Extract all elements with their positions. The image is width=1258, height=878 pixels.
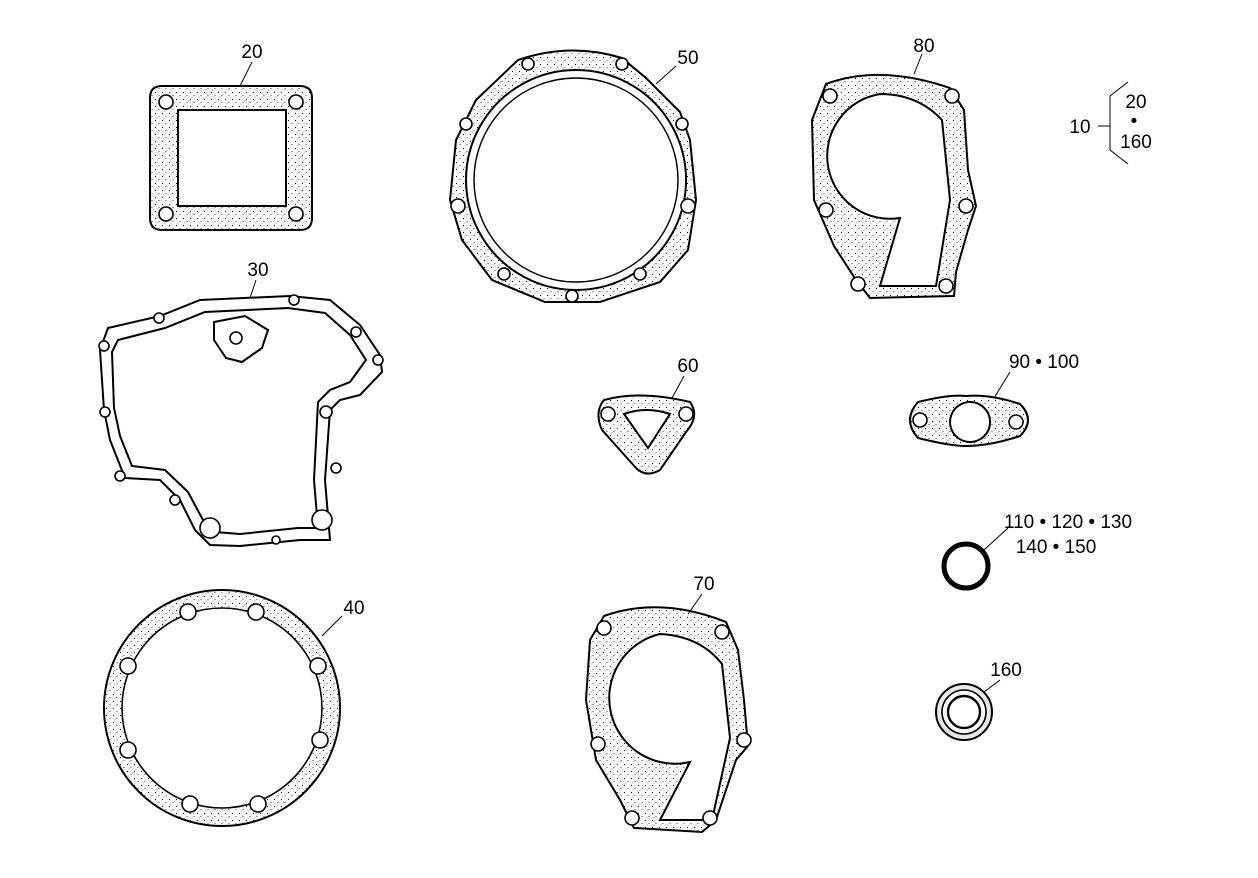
kit-bracket [1098,81,1129,165]
label-80: 80 [913,36,934,57]
label-140-150: 140 • 150 [1016,537,1097,558]
kit-label-bottom: 160 [1120,132,1152,153]
label-50: 50 [677,48,698,69]
gasket-30 [98,279,384,548]
gasket-50 [448,49,698,303]
gasket-90-100 [909,371,1029,448]
gasket-70 [584,593,752,834]
label-30: 30 [247,260,268,281]
gasket-60 [597,375,696,475]
kit-label-top: 20 [1125,92,1146,113]
label-110-130: 110 • 120 • 130 [1004,512,1132,533]
label-90-100: 90 • 100 [1009,352,1079,373]
kit-label-dot: • [1131,111,1138,132]
gasket-40 [103,589,343,827]
o-ring-110-150 [941,527,1009,591]
label-40: 40 [343,598,364,619]
gasket-20 [149,61,313,231]
label-160: 160 [990,660,1022,681]
label-70: 70 [693,574,714,595]
seal-160 [935,679,1001,741]
label-60: 60 [677,356,698,377]
kit-label-id: 10 [1069,117,1090,138]
gasket-80 [810,53,978,300]
label-20: 20 [241,42,262,63]
